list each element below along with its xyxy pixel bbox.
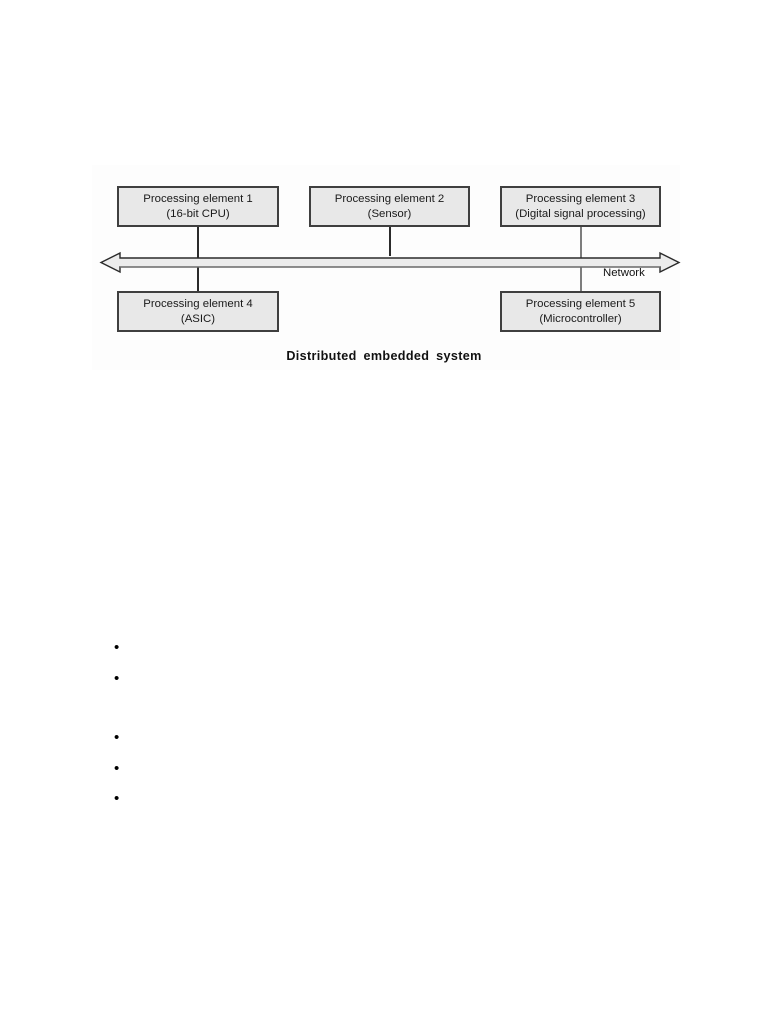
bullet-icon: •: [114, 729, 120, 746]
pe-1-subtitle: (16-bit CPU): [166, 207, 230, 220]
processing-element-5-box[interactable]: Processing element 5 (Microcontroller): [500, 291, 661, 332]
network-label: Network: [603, 267, 645, 279]
pe-4-title: Processing element 4: [143, 297, 253, 310]
list-item: •: [114, 729, 754, 746]
bullet-icon: •: [114, 639, 120, 656]
pe-4-subtitle: (ASIC): [180, 312, 216, 325]
list-item: •: [114, 670, 754, 687]
pe-2-subtitle: (Sensor): [367, 207, 412, 220]
pe-5-title: Processing element 5: [525, 297, 636, 310]
processing-element-2-box[interactable]: Processing element 2 (Sensor): [309, 186, 470, 227]
bullet-icon: •: [114, 790, 120, 807]
connector-pe2: [389, 226, 391, 256]
figure-caption: Distributed embedded system: [286, 349, 482, 363]
pe-3-subtitle: (Digital signal processing): [515, 207, 646, 220]
pe-3-title: Processing element 3: [525, 192, 636, 205]
list-item: •: [114, 639, 754, 656]
list-item: •: [114, 790, 754, 807]
pe-5-subtitle: (Microcontroller): [539, 312, 622, 325]
pe-2-title: Processing element 2: [334, 192, 445, 205]
list-item: •: [114, 760, 754, 777]
network-bus-arrow: [98, 248, 682, 278]
processing-element-1-box[interactable]: Processing element 1 (16-bit CPU): [117, 186, 279, 227]
bullet-icon: •: [114, 760, 120, 777]
pe-1-title: Processing element 1: [143, 192, 253, 205]
processing-element-4-box[interactable]: Processing element 4 (ASIC): [117, 291, 279, 332]
processing-element-3-box[interactable]: Processing element 3 (Digital signal pro…: [500, 186, 661, 227]
bullet-icon: •: [114, 670, 120, 687]
